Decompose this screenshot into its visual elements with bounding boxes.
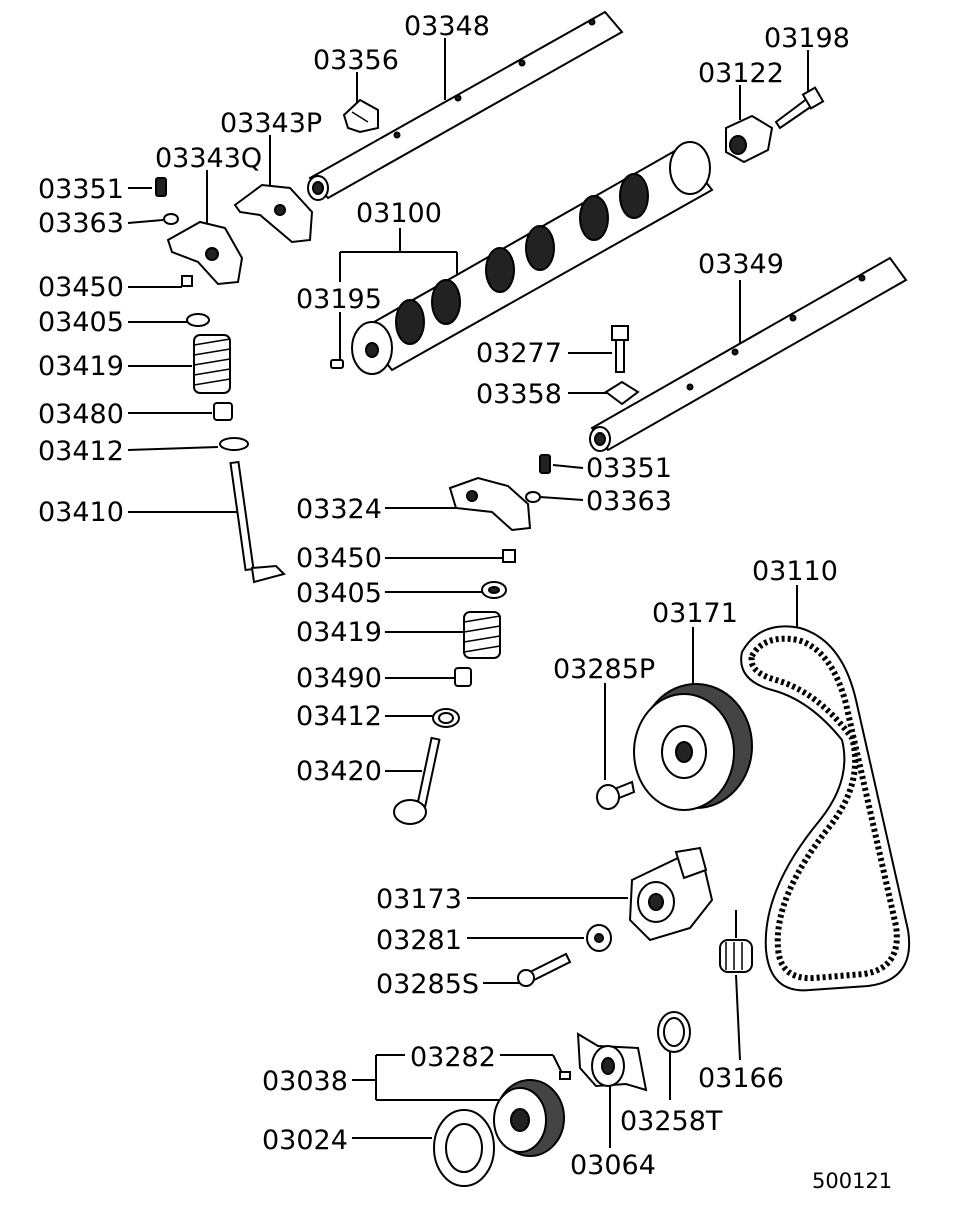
part-label[interactable]: 03480	[38, 399, 124, 430]
timing-belt-03110	[740, 625, 911, 992]
part-label[interactable]: 03166	[698, 1063, 784, 1094]
plate-03024	[433, 1109, 495, 1187]
part-label[interactable]: 03281	[376, 925, 462, 956]
seat-03412b	[432, 708, 460, 728]
cam-sprocket-03171	[633, 683, 753, 811]
camshaft-03100	[351, 141, 714, 375]
part-label[interactable]: 03356	[313, 45, 399, 76]
crank-sprocket	[493, 1079, 565, 1157]
part-label[interactable]: 03110	[752, 556, 838, 587]
rocker-arm-03324	[448, 476, 532, 532]
part-label[interactable]: 03024	[262, 1125, 348, 1156]
adaptor-03122	[725, 114, 774, 164]
part-label[interactable]: 03285S	[376, 969, 479, 1000]
part-label[interactable]: 03122	[698, 58, 784, 89]
rocker-arm-03343p	[233, 183, 314, 244]
part-label[interactable]: 03405	[38, 307, 124, 338]
nut-03450a	[181, 275, 193, 287]
nut-03363a	[163, 213, 179, 225]
spring-03419a	[193, 334, 231, 394]
bolt-03198	[774, 86, 825, 130]
seal-03480	[213, 402, 233, 421]
tensioner-03173	[628, 846, 714, 942]
key-03282	[559, 1071, 571, 1080]
washer-03281	[586, 924, 612, 952]
part-label[interactable]: 03349	[698, 249, 784, 280]
part-label[interactable]: 03258T	[620, 1106, 723, 1137]
part-label[interactable]: 03412	[296, 701, 382, 732]
part-label[interactable]: 03324	[296, 494, 382, 525]
part-label[interactable]: 03343P	[220, 108, 322, 139]
part-label[interactable]: 03285P	[553, 654, 655, 685]
nut-03363b	[525, 491, 541, 503]
part-label[interactable]: 03198	[764, 23, 850, 54]
retainer-03405b	[481, 581, 507, 599]
rocker-shaft-lower	[589, 256, 908, 452]
spring-03166	[719, 939, 753, 973]
valve-03410	[229, 460, 286, 584]
part-label[interactable]: 03064	[570, 1150, 656, 1181]
reference-number: 500121	[812, 1169, 892, 1193]
valve-03420	[393, 736, 441, 825]
bolt-03285s	[517, 952, 572, 987]
part-label[interactable]: 03351	[38, 174, 124, 205]
rocker-arm-03343q	[166, 220, 244, 286]
part-label[interactable]: 03282	[410, 1042, 496, 1073]
part-label[interactable]: 03420	[296, 756, 382, 787]
part-label[interactable]: 03038	[262, 1066, 348, 1097]
spring-03419b	[463, 611, 501, 659]
part-label[interactable]: 03277	[476, 338, 562, 369]
part-label[interactable]: 03171	[652, 598, 738, 629]
part-label[interactable]: 03100	[356, 198, 442, 229]
part-label[interactable]: 03490	[296, 663, 382, 694]
seal-03490	[454, 667, 472, 687]
flange-03064	[576, 1032, 648, 1092]
part-label[interactable]: 03405	[296, 578, 382, 609]
part-label[interactable]: 03450	[296, 543, 382, 574]
retainer-03405a	[186, 313, 210, 327]
part-label[interactable]: 03419	[38, 351, 124, 382]
bolt-03285p	[596, 780, 636, 810]
nut-03450b	[502, 549, 516, 563]
part-label[interactable]: 03363	[586, 486, 672, 517]
part-label[interactable]: 03351	[586, 453, 672, 484]
bracket-03358	[604, 380, 640, 406]
part-label[interactable]: 03195	[296, 284, 382, 315]
part-label[interactable]: 03343Q	[155, 143, 262, 174]
part-label[interactable]: 03348	[404, 11, 490, 42]
part-label[interactable]: 03410	[38, 497, 124, 528]
part-label[interactable]: 03358	[476, 379, 562, 410]
part-label[interactable]: 03363	[38, 208, 124, 239]
seat-03412a	[219, 437, 249, 451]
part-label[interactable]: 03412	[38, 436, 124, 467]
adjust-screw-03351b	[539, 454, 551, 474]
seal-03258t	[657, 1011, 691, 1053]
adjust-screw-03351a	[155, 177, 167, 197]
pin-03195	[330, 359, 344, 369]
bolt-03277	[611, 325, 629, 373]
part-label[interactable]: 03419	[296, 617, 382, 648]
part-label[interactable]: 03450	[38, 272, 124, 303]
part-label[interactable]: 03173	[376, 884, 462, 915]
part-labels: 03348 03356 03198 03122 03343P 03343Q 03…	[38, 11, 892, 1193]
bracket-03356	[342, 98, 379, 134]
rocker-shaft-upper	[307, 10, 624, 201]
